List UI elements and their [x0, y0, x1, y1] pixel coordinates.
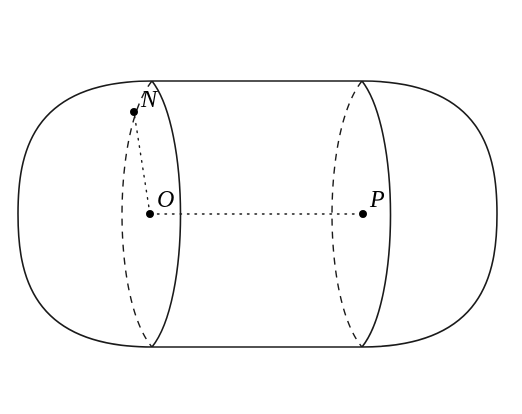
label-o: O	[157, 187, 174, 213]
left-section-back-arc	[121, 80, 153, 348]
label-p: P	[369, 187, 385, 213]
point-n	[130, 108, 138, 116]
right-section-back-arc	[331, 80, 363, 348]
radius-o-n	[133, 111, 151, 215]
left-section-front-arc	[151, 80, 182, 348]
right-section-front-arc	[361, 80, 392, 348]
label-n: N	[140, 87, 159, 113]
right-hemisphere-outline	[361, 80, 498, 348]
left-hemisphere-outline	[17, 80, 153, 348]
point-p	[359, 210, 367, 218]
point-o	[146, 210, 154, 218]
